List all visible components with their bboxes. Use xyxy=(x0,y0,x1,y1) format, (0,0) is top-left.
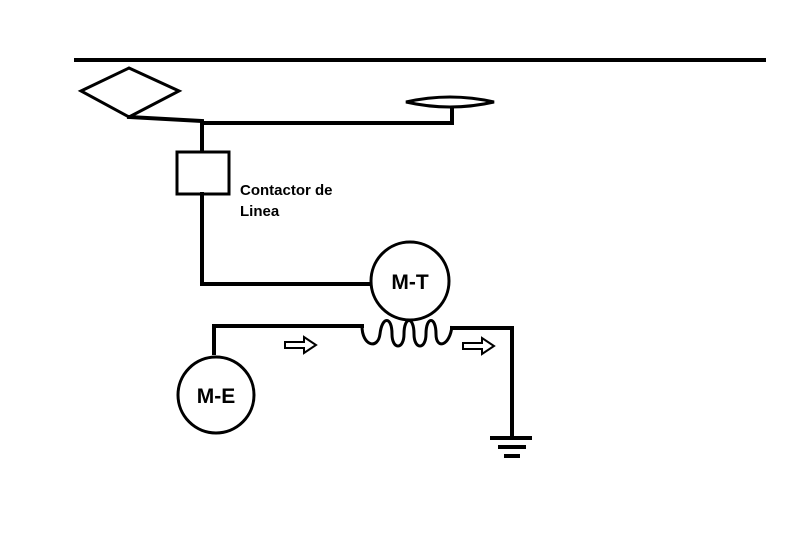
current-arrow-right-icon xyxy=(462,336,496,356)
contactor-label-line1: Contactor de xyxy=(240,182,333,199)
excitation-motor-wire xyxy=(212,324,364,355)
pantograph-feed-wire xyxy=(126,114,204,152)
secondary-feed-wire xyxy=(200,104,454,125)
collector-shoe-icon xyxy=(405,95,495,109)
field-coil-icon xyxy=(360,319,454,348)
excitation-motor-label: M-E xyxy=(197,385,236,408)
traction-motor-label: M-T xyxy=(391,271,428,294)
coil-to-ground-wire xyxy=(450,326,514,440)
pantograph-icon xyxy=(77,66,183,119)
contactor-label-line2: Linea xyxy=(240,203,280,220)
contactor-to-traction-motor-wire xyxy=(200,192,372,286)
excitation-motor-circle xyxy=(176,355,256,435)
line-contactor-box xyxy=(175,150,231,196)
current-arrow-left-icon xyxy=(284,335,318,355)
ground-icon xyxy=(490,436,532,458)
